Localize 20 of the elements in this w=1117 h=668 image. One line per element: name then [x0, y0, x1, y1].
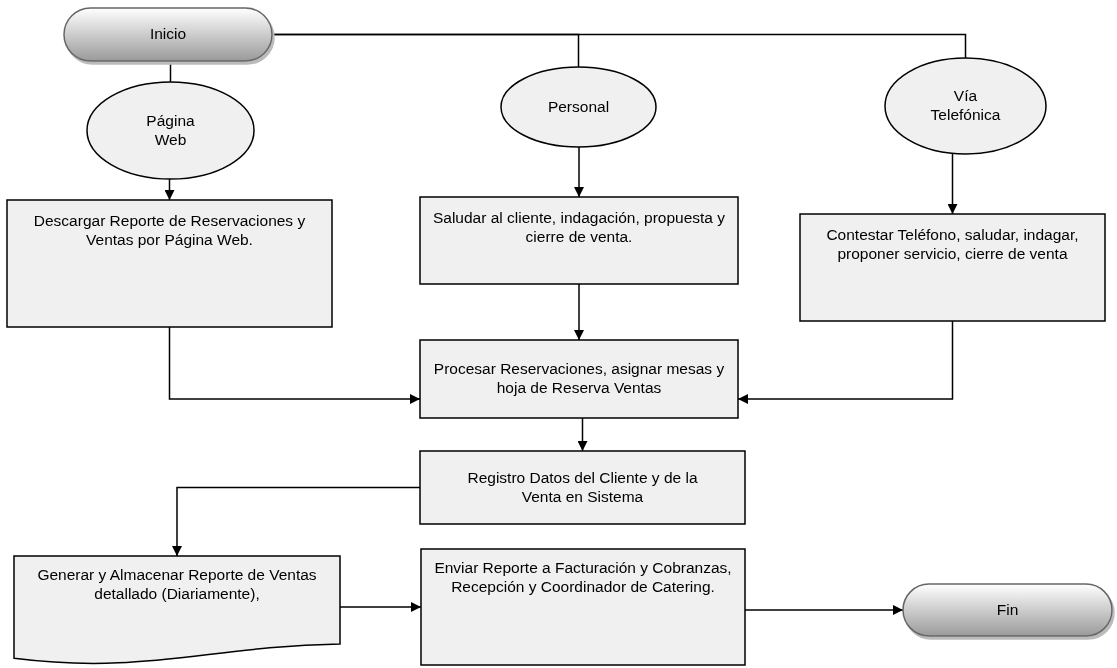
- arrow: [574, 146, 584, 198]
- node-label: Registro Datos del Cliente y de la Venta en Sistema: [466, 468, 699, 507]
- arrow: [574, 283, 584, 341]
- node-label: Inicio: [149, 25, 187, 44]
- node-label: Contestar Teléfono, saludar, indagar, proponer servicio, cierre de venta: [825, 226, 1080, 264]
- node-label: Enviar Reporte a Facturación y Cobranzas, Recepción y Coordinador de Catering.: [433, 559, 733, 597]
- node-label: Generar y Almacenar Reporte de Ventas detallado (Diariamente),: [36, 566, 318, 604]
- node-label: Saludar al cliente, indagación, propuesta y cierre de venta.: [431, 209, 727, 247]
- arrow: [172, 486, 421, 557]
- node-label: Personal: [547, 97, 610, 117]
- node-label: Página Web: [145, 111, 196, 150]
- arrow: [577, 417, 588, 452]
- node-label: Vía Telefónica: [929, 87, 1002, 125]
- arrow: [947, 153, 958, 215]
- node-label: Descargar Reporte de Reservaciones y Ventas por Página Web.: [32, 212, 307, 250]
- arrow: [164, 178, 175, 201]
- node-label: Procesar Reservaciones, asignar mesas y hoja de Reserva Ventas: [432, 360, 726, 398]
- connector-line: [169, 60, 172, 83]
- node-label: Fin: [996, 600, 1019, 620]
- arrow: [168, 326, 421, 404]
